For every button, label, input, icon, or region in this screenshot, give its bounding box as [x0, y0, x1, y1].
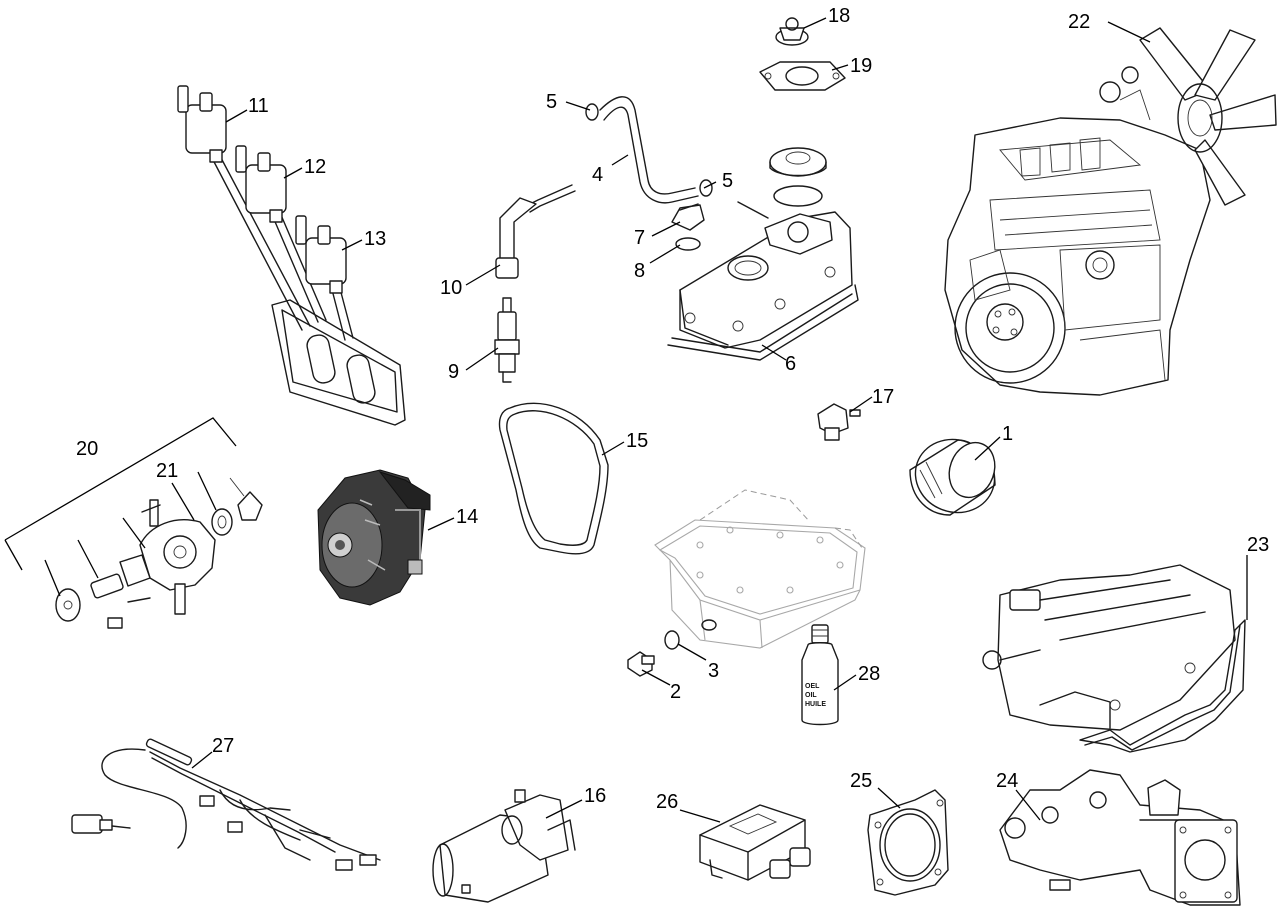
label-part-18: 18 [828, 5, 850, 27]
label-part-14: 14 [456, 506, 478, 528]
label-part-11: 11 [248, 95, 269, 117]
label-part-6: 6 [785, 353, 796, 375]
label-part-2: 2 [670, 681, 681, 703]
label-part-3: 3 [708, 660, 719, 682]
bottle-text-huile: HUILE [805, 701, 826, 708]
label-part-21: 21 [156, 460, 178, 482]
control-unit [699, 804, 811, 881]
label-part-16: 16 [584, 785, 606, 807]
label-part-13: 13 [364, 228, 386, 250]
label-part-25: 25 [850, 770, 872, 792]
label-part-22: 22 [1068, 11, 1090, 33]
oil-pressure-switch [817, 403, 861, 441]
label-part-20: 20 [76, 438, 98, 460]
label-part-17: 17 [872, 386, 894, 408]
starter-motor [432, 789, 576, 903]
engine-assembly [944, 27, 1277, 396]
label-part-7: 7 [634, 227, 645, 249]
oil-filter [909, 438, 996, 516]
alternator [317, 469, 431, 606]
label-part-10: 10 [440, 277, 462, 299]
manifold-gasket [867, 789, 949, 896]
water-pump [4, 417, 263, 629]
label-part-27: 27 [212, 735, 234, 757]
oil-pan [654, 489, 866, 649]
spark-plug [494, 297, 520, 383]
drain-plug [627, 651, 655, 677]
label-part-19: 19 [850, 55, 872, 77]
label-part-1: 1 [1002, 423, 1013, 445]
oil-filler-cap [671, 203, 705, 251]
label-part-12: 12 [304, 156, 326, 178]
label-part-5b: 5 [722, 170, 733, 192]
breather-hose [585, 96, 713, 204]
oil-bottle: OEL OIL HUILE [801, 624, 839, 726]
part-number-labels: 1 2 3 4 5 5 6 7 8 9 10 11 12 13 14 15 16… [76, 5, 1269, 813]
spark-plug-boot [495, 184, 576, 279]
label-part-5a: 5 [546, 91, 557, 113]
drive-belt [498, 402, 609, 555]
ignition-coils [177, 85, 406, 426]
intake-manifold [982, 564, 1236, 731]
label-part-9: 9 [448, 361, 459, 383]
thermostat [775, 17, 809, 46]
leader-lines [191, 17, 1248, 823]
exhaust-manifold [999, 769, 1241, 906]
intake-manifold-gasket [1079, 619, 1246, 753]
label-part-26: 26 [656, 791, 678, 813]
label-part-4: 4 [592, 164, 603, 186]
label-part-23: 23 [1247, 534, 1269, 556]
drain-plug-washer [664, 630, 680, 650]
wiring-harness [71, 738, 381, 871]
thermostat-gasket [759, 61, 846, 91]
bottle-text-oel: OEL [805, 683, 820, 690]
bottle-text-oil: OIL [805, 692, 817, 699]
label-part-24: 24 [996, 770, 1018, 792]
label-part-28: 28 [858, 663, 880, 685]
label-part-15: 15 [626, 430, 648, 452]
label-part-8: 8 [634, 260, 645, 282]
valve-cover [667, 147, 859, 361]
